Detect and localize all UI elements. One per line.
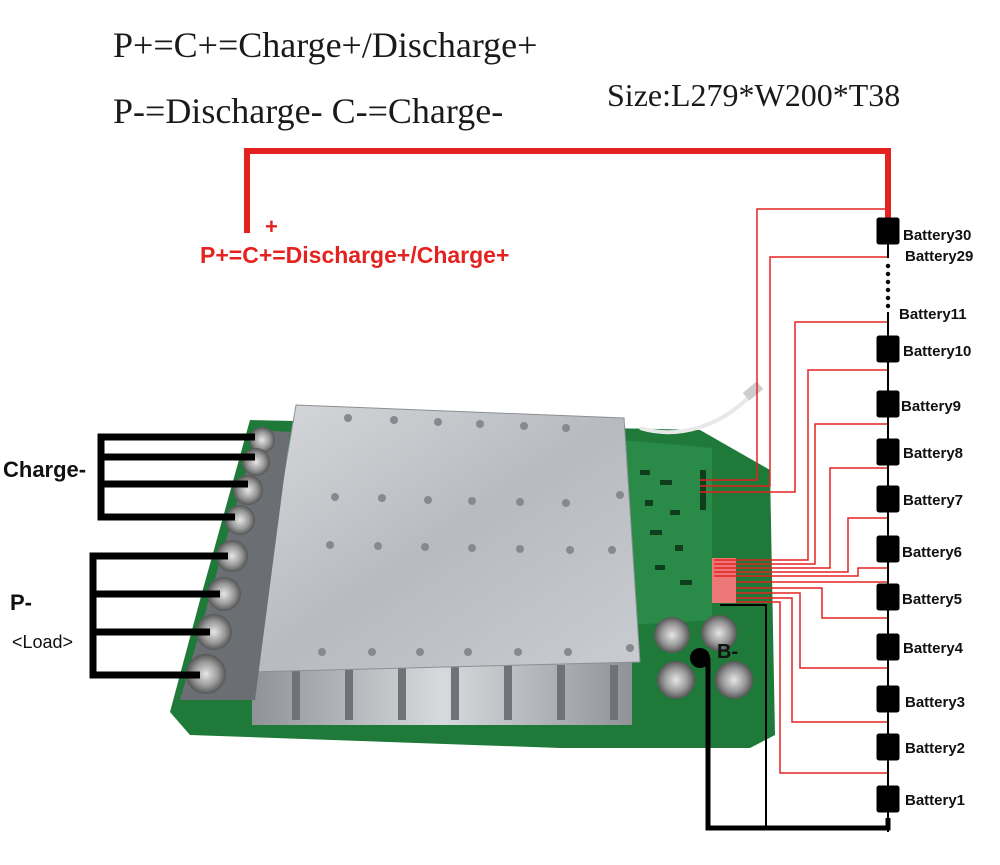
battery-label: Battery10	[903, 343, 972, 360]
battery-label: Battery29	[905, 248, 974, 265]
p-minus-label: P-	[10, 590, 32, 615]
battery-label: Battery7	[903, 492, 964, 509]
balance-connector	[712, 558, 736, 603]
charge-minus-wires	[97, 433, 255, 521]
battery-label: Battery6	[902, 544, 963, 561]
positive-plus-sign: +	[265, 214, 278, 239]
legend-line-1: P+=C+=Charge+/Discharge+	[113, 25, 538, 65]
positive-terminal-label: P+=C+=Discharge+/Charge+	[200, 242, 510, 268]
charge-minus-label: Charge-	[3, 457, 87, 482]
main-positive-wire	[244, 148, 891, 233]
battery-label: Battery5	[902, 591, 963, 608]
battery-label: Battery1	[905, 792, 966, 809]
battery-label: Battery30	[903, 227, 972, 244]
battery-label: Battery9	[901, 398, 962, 415]
battery-label: Battery4	[903, 640, 964, 657]
heatsink-screws	[318, 414, 634, 656]
b-terminal-lugs	[654, 615, 753, 699]
battery-label: Battery3	[905, 694, 966, 711]
pcb-components-area	[620, 440, 712, 625]
battery-label: Battery2	[905, 740, 966, 757]
left-terminal-lugs	[186, 427, 275, 694]
size-label: Size:L279*W200*T38	[607, 77, 901, 113]
legend-line-2: P-=Discharge- C-=Charge-	[113, 91, 504, 131]
b-minus-label: B-	[717, 641, 739, 663]
battery-chain	[876, 217, 900, 832]
load-label: <Load>	[12, 632, 74, 652]
balance-wires	[700, 208, 888, 774]
heatsink-plate	[249, 404, 641, 673]
battery-label: Battery8	[903, 445, 964, 462]
battery-label: Battery11	[899, 306, 967, 323]
p-minus-wires	[89, 552, 228, 679]
